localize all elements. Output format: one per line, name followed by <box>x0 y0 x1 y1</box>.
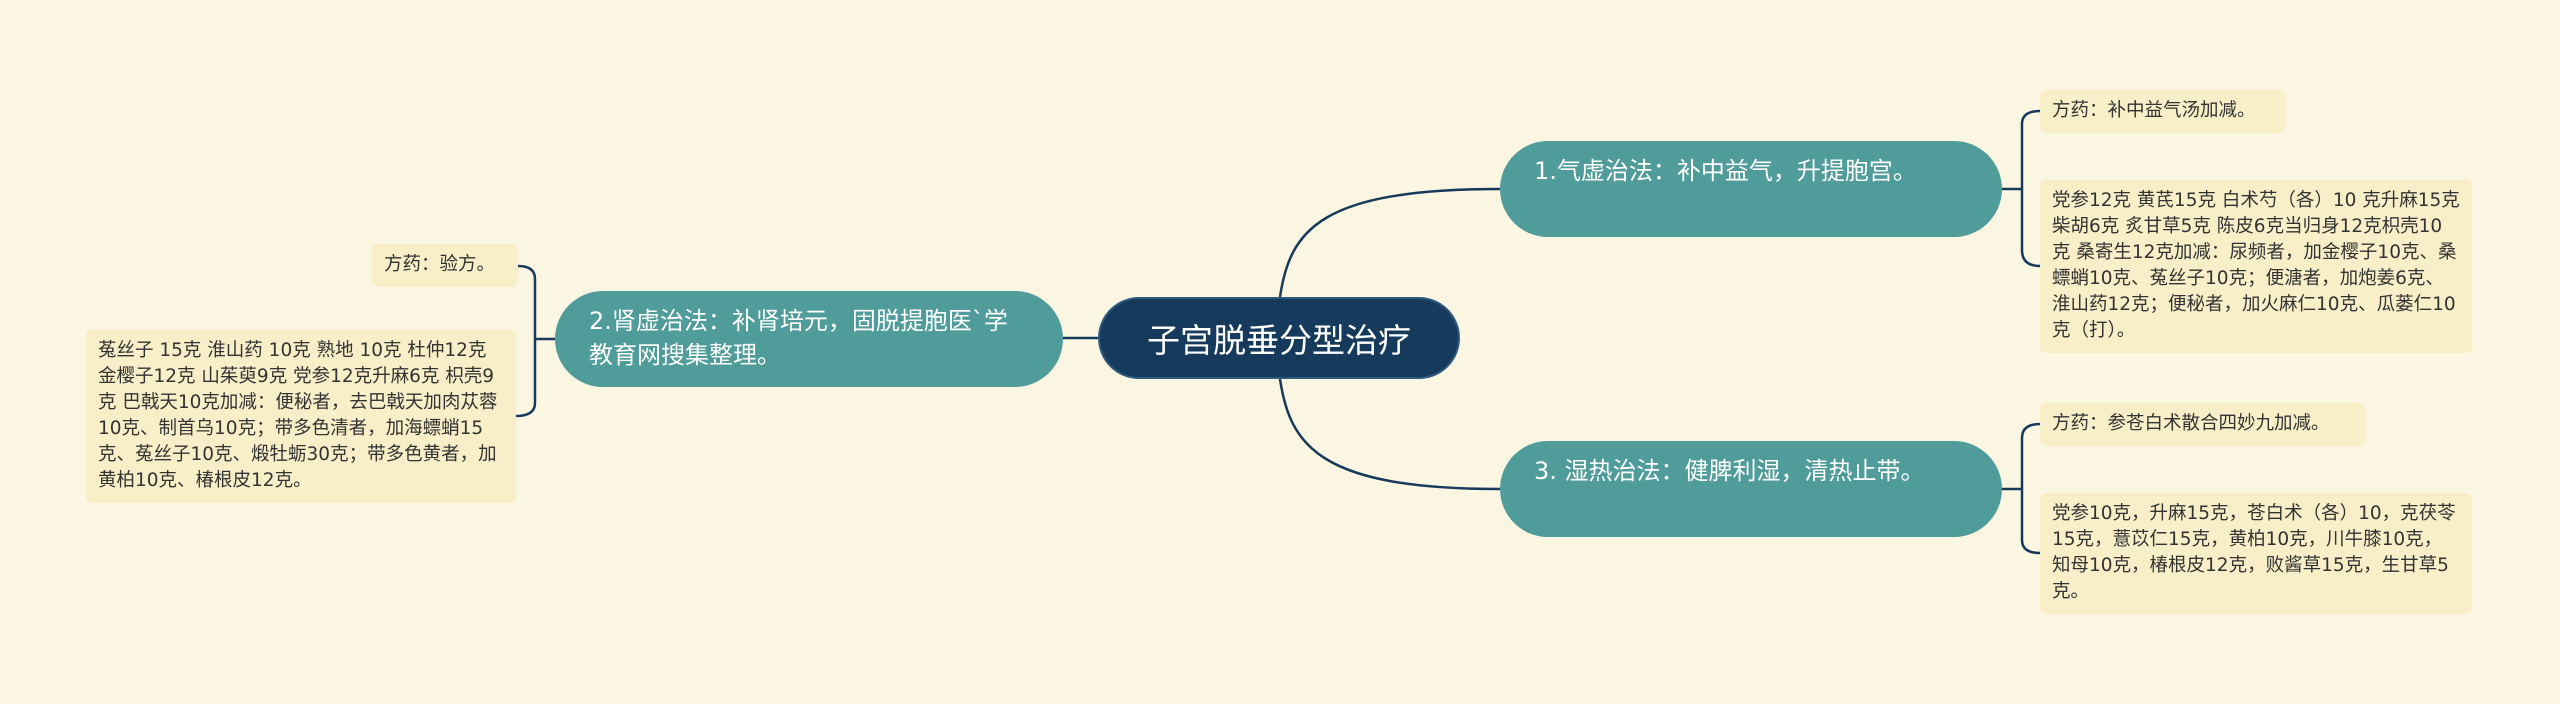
leaf-shenxu-prescription[interactable]: 方药：验方。 <box>372 244 518 287</box>
branch-topic-label: 1.气虚治法：补中益气，升提胞宫。 <box>1534 157 1917 185</box>
leaf-label: 方药：验方。 <box>384 254 496 275</box>
branch-topic-label: 2.肾虚治法：补肾培元，固脱提胞医`学教育网搜集整理。 <box>589 307 1008 369</box>
link-root-branch-3 <box>1278 378 1501 491</box>
link-branch-3-leaf-1 <box>2020 422 2041 489</box>
link-branch-3-leaf-2 <box>2020 489 2041 555</box>
leaf-shire-prescription[interactable]: 方药：参苍白术散合四妙九加减。 <box>2040 403 2366 446</box>
leaf-label: 菟丝子 15克 淮山药 10克 熟地 10克 杜仲12克 金樱子12克 山茱萸9… <box>98 340 498 491</box>
link-branch-2-leaf-1 <box>517 264 537 339</box>
leaf-label: 党参10克，升麻15克，苍白术（各）10，克茯苓15克，薏苡仁15克，黄柏10克… <box>2052 503 2456 602</box>
branch-topic-qixu[interactable]: 1.气虚治法：补中益气，升提胞宫。 <box>1500 141 2002 237</box>
leaf-shire-ingredients[interactable]: 党参10克，升麻15克，苍白术（各）10，克茯苓15克，薏苡仁15克，黄柏10克… <box>2040 493 2472 614</box>
leaf-label: 方药：参苍白术散合四妙九加减。 <box>2052 413 2330 434</box>
link-branch-1-leaf-1 <box>2020 109 2041 189</box>
root-topic[interactable]: 子宫脱垂分型治疗 <box>1098 297 1460 379</box>
leaf-label: 方药：补中益气汤加减。 <box>2052 100 2256 121</box>
branch-topic-shire[interactable]: 3. 湿热治法：健脾利湿，清热止带。 <box>1500 441 2002 537</box>
link-root-branch-1 <box>1278 187 1501 298</box>
root-topic-label: 子宫脱垂分型治疗 <box>1147 321 1411 360</box>
leaf-qixu-prescription[interactable]: 方药：补中益气汤加减。 <box>2040 90 2286 133</box>
link-branch-1-leaf-2 <box>2020 189 2041 268</box>
leaf-qixu-ingredients[interactable]: 党参12克 黄芪15克 白术芍（各）10 克升麻15克 柴胡6克 炙甘草5克 陈… <box>2040 180 2472 353</box>
branch-topic-label: 3. 湿热治法：健脾利湿，清热止带。 <box>1534 457 1925 485</box>
branch-topic-shenxu[interactable]: 2.肾虚治法：补肾培元，固脱提胞医`学教育网搜集整理。 <box>555 291 1063 387</box>
leaf-label: 党参12克 黄芪15克 白术芍（各）10 克升麻15克 柴胡6克 炙甘草5克 陈… <box>2052 190 2460 341</box>
leaf-shenxu-ingredients[interactable]: 菟丝子 15克 淮山药 10克 熟地 10克 杜仲12克 金樱子12克 山茱萸9… <box>86 330 516 503</box>
link-branch-2-leaf-2 <box>515 339 537 418</box>
